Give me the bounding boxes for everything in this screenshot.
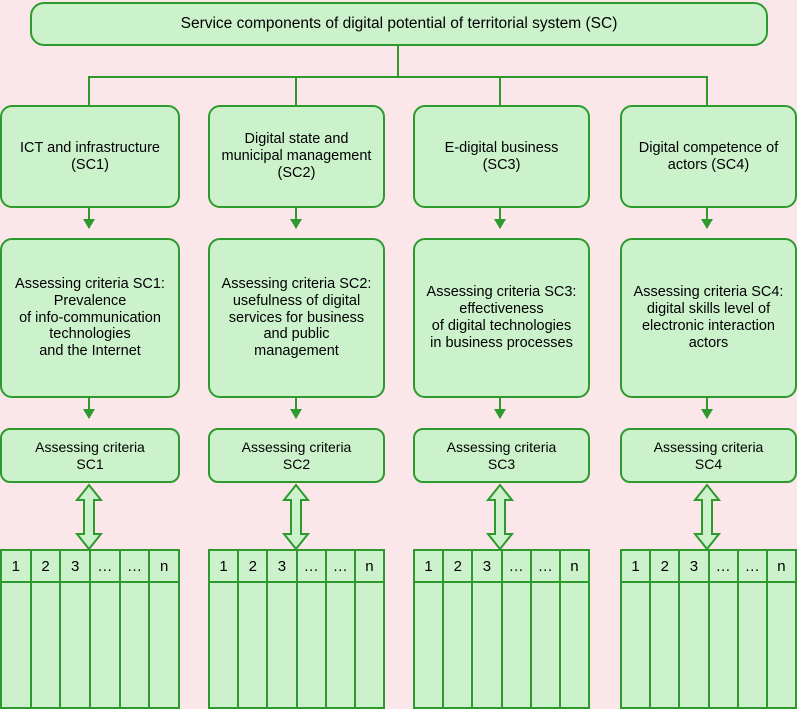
arrow-sc1-component-to-description [88, 208, 90, 228]
connector-bus-to-sc1 [88, 76, 90, 106]
criteria-column-cell [532, 583, 561, 707]
component-node-sc3: E-digital business (SC3) [413, 105, 590, 208]
criteria-column-cell [651, 583, 681, 707]
criteria-table-header-sc1: 1 2 3 … … n [2, 551, 178, 583]
component-node-sc2: Digital state and municipal management (… [208, 105, 385, 208]
criteria-column-header: … [327, 551, 356, 581]
criteria-column-header: … [298, 551, 327, 581]
criteria-column-header: n [160, 557, 169, 575]
criteria-column-cell [121, 583, 151, 707]
criteria-column-header: n [777, 557, 786, 575]
criteria-column-cell [739, 583, 768, 707]
criteria-column-cell [415, 583, 445, 707]
criteria-table-body-sc3 [415, 583, 588, 707]
criteria-column-header: 2 [239, 551, 269, 581]
criteria-column-header: … [503, 551, 532, 581]
criteria-column-header: 1 [622, 551, 652, 581]
criteria-column-cell [444, 583, 474, 707]
criteria-column-header: … [121, 551, 151, 581]
criteria-table-sc1: 1 2 3 … … n [0, 549, 180, 709]
double-arrow-sc1 [74, 483, 104, 551]
connector-horizontal-bus [88, 76, 708, 78]
criteria-column-cell [210, 583, 240, 707]
criteria-column-header: 2 [651, 551, 681, 581]
criteria-table-body-sc1 [2, 583, 178, 707]
criteria-column-header: 1 [415, 551, 445, 581]
criteria-column-header: … [710, 551, 739, 581]
criteria-column-header: … [739, 551, 768, 581]
component-node-sc1: ICT and infrastructure (SC1) [0, 105, 180, 208]
connector-root-stem [397, 46, 399, 77]
criteria-column-header: 2 [32, 551, 62, 581]
criteria-column-cell [710, 583, 739, 707]
double-arrow-sc2 [281, 483, 311, 551]
arrow-sc2-component-to-description [295, 208, 297, 228]
criteria-description-node-sc4: Assessing criteria SC4: digital skills l… [620, 238, 797, 398]
criteria-column-cell [298, 583, 327, 707]
criteria-column-cell [2, 583, 32, 707]
criteria-column-cell [473, 583, 503, 707]
criteria-column-cell [622, 583, 652, 707]
criteria-table-sc4: 1 2 3 … … n [620, 549, 797, 709]
criteria-column-header: … [532, 551, 561, 581]
root-node-service-components: Service components of digital potential … [30, 2, 768, 46]
arrow-sc3-description-to-criteria [499, 398, 501, 418]
criteria-table-sc2: 1 2 3 … … n [208, 549, 385, 709]
criteria-column-header: n [365, 557, 374, 575]
connector-bus-to-sc3 [499, 76, 501, 106]
criteria-column-cell [503, 583, 532, 707]
criteria-column-cell [768, 583, 795, 707]
criteria-description-node-sc2: Assessing criteria SC2: usefulness of di… [208, 238, 385, 398]
criteria-description-node-sc1: Assessing criteria SC1: Prevalence of in… [0, 238, 180, 398]
criteria-table-sc3: 1 2 3 … … n [413, 549, 590, 709]
criteria-column-header: … [91, 551, 121, 581]
criteria-column-header: 2 [444, 551, 474, 581]
connector-bus-to-sc4 [706, 76, 708, 106]
arrow-sc4-component-to-description [706, 208, 708, 228]
criteria-table-body-sc2 [210, 583, 383, 707]
criteria-column-cell [561, 583, 588, 707]
double-arrow-sc3 [485, 483, 515, 551]
criteria-description-node-sc3: Assessing criteria SC3: effectiveness of… [413, 238, 590, 398]
criteria-column-cell [91, 583, 121, 707]
double-arrow-sc4 [692, 483, 722, 551]
criteria-column-cell [680, 583, 710, 707]
criteria-table-body-sc4 [622, 583, 795, 707]
criteria-column-cell [239, 583, 269, 707]
criteria-column-header: 3 [473, 551, 503, 581]
criteria-column-header: 1 [210, 551, 240, 581]
criteria-column-header: n [570, 557, 579, 575]
criteria-table-header-sc3: 1 2 3 … … n [415, 551, 588, 583]
criteria-table-header-sc2: 1 2 3 … … n [210, 551, 383, 583]
criteria-node-sc1: Assessing criteria SC1 [0, 428, 180, 483]
criteria-column-header: 3 [680, 551, 710, 581]
criteria-column-cell [268, 583, 298, 707]
criteria-column-cell [32, 583, 62, 707]
criteria-column-header: 3 [268, 551, 298, 581]
arrow-sc1-description-to-criteria [88, 398, 90, 418]
criteria-table-header-sc4: 1 2 3 … … n [622, 551, 795, 583]
component-node-sc4: Digital competence of actors (SC4) [620, 105, 797, 208]
criteria-column-cell [356, 583, 383, 707]
arrow-sc4-description-to-criteria [706, 398, 708, 418]
criteria-column-cell [150, 583, 178, 707]
criteria-column-cell [61, 583, 92, 707]
criteria-node-sc4: Assessing criteria SC4 [620, 428, 797, 483]
arrow-sc2-description-to-criteria [295, 398, 297, 418]
criteria-node-sc2: Assessing criteria SC2 [208, 428, 385, 483]
criteria-column-header: 1 [2, 551, 32, 581]
criteria-column-cell [327, 583, 356, 707]
criteria-column-header: 3 [61, 551, 92, 581]
arrow-sc3-component-to-description [499, 208, 501, 228]
connector-bus-to-sc2 [295, 76, 297, 106]
criteria-node-sc3: Assessing criteria SC3 [413, 428, 590, 483]
